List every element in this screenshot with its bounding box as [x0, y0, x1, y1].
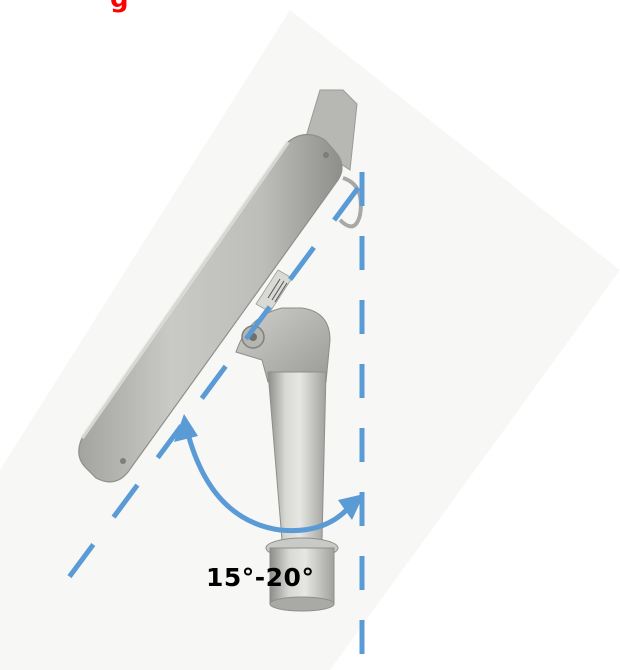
tilt-angle-label: 15°-20°: [206, 563, 315, 592]
cable-hook: [338, 176, 363, 229]
screw: [120, 458, 126, 464]
label-sticker: [255, 269, 293, 313]
monitor-body: [78, 133, 343, 483]
base-flange: [265, 537, 339, 612]
tilt-guide-line: [55, 186, 361, 594]
screw: [323, 152, 329, 158]
angle-arc: [184, 429, 358, 534]
rear-bracket: [304, 89, 358, 171]
arc-arrowhead-right: [338, 494, 364, 520]
monitor-front-edge: [80, 140, 290, 440]
arc-arrowhead-top: [174, 414, 198, 442]
cropped-top-text: g: [110, 0, 129, 14]
